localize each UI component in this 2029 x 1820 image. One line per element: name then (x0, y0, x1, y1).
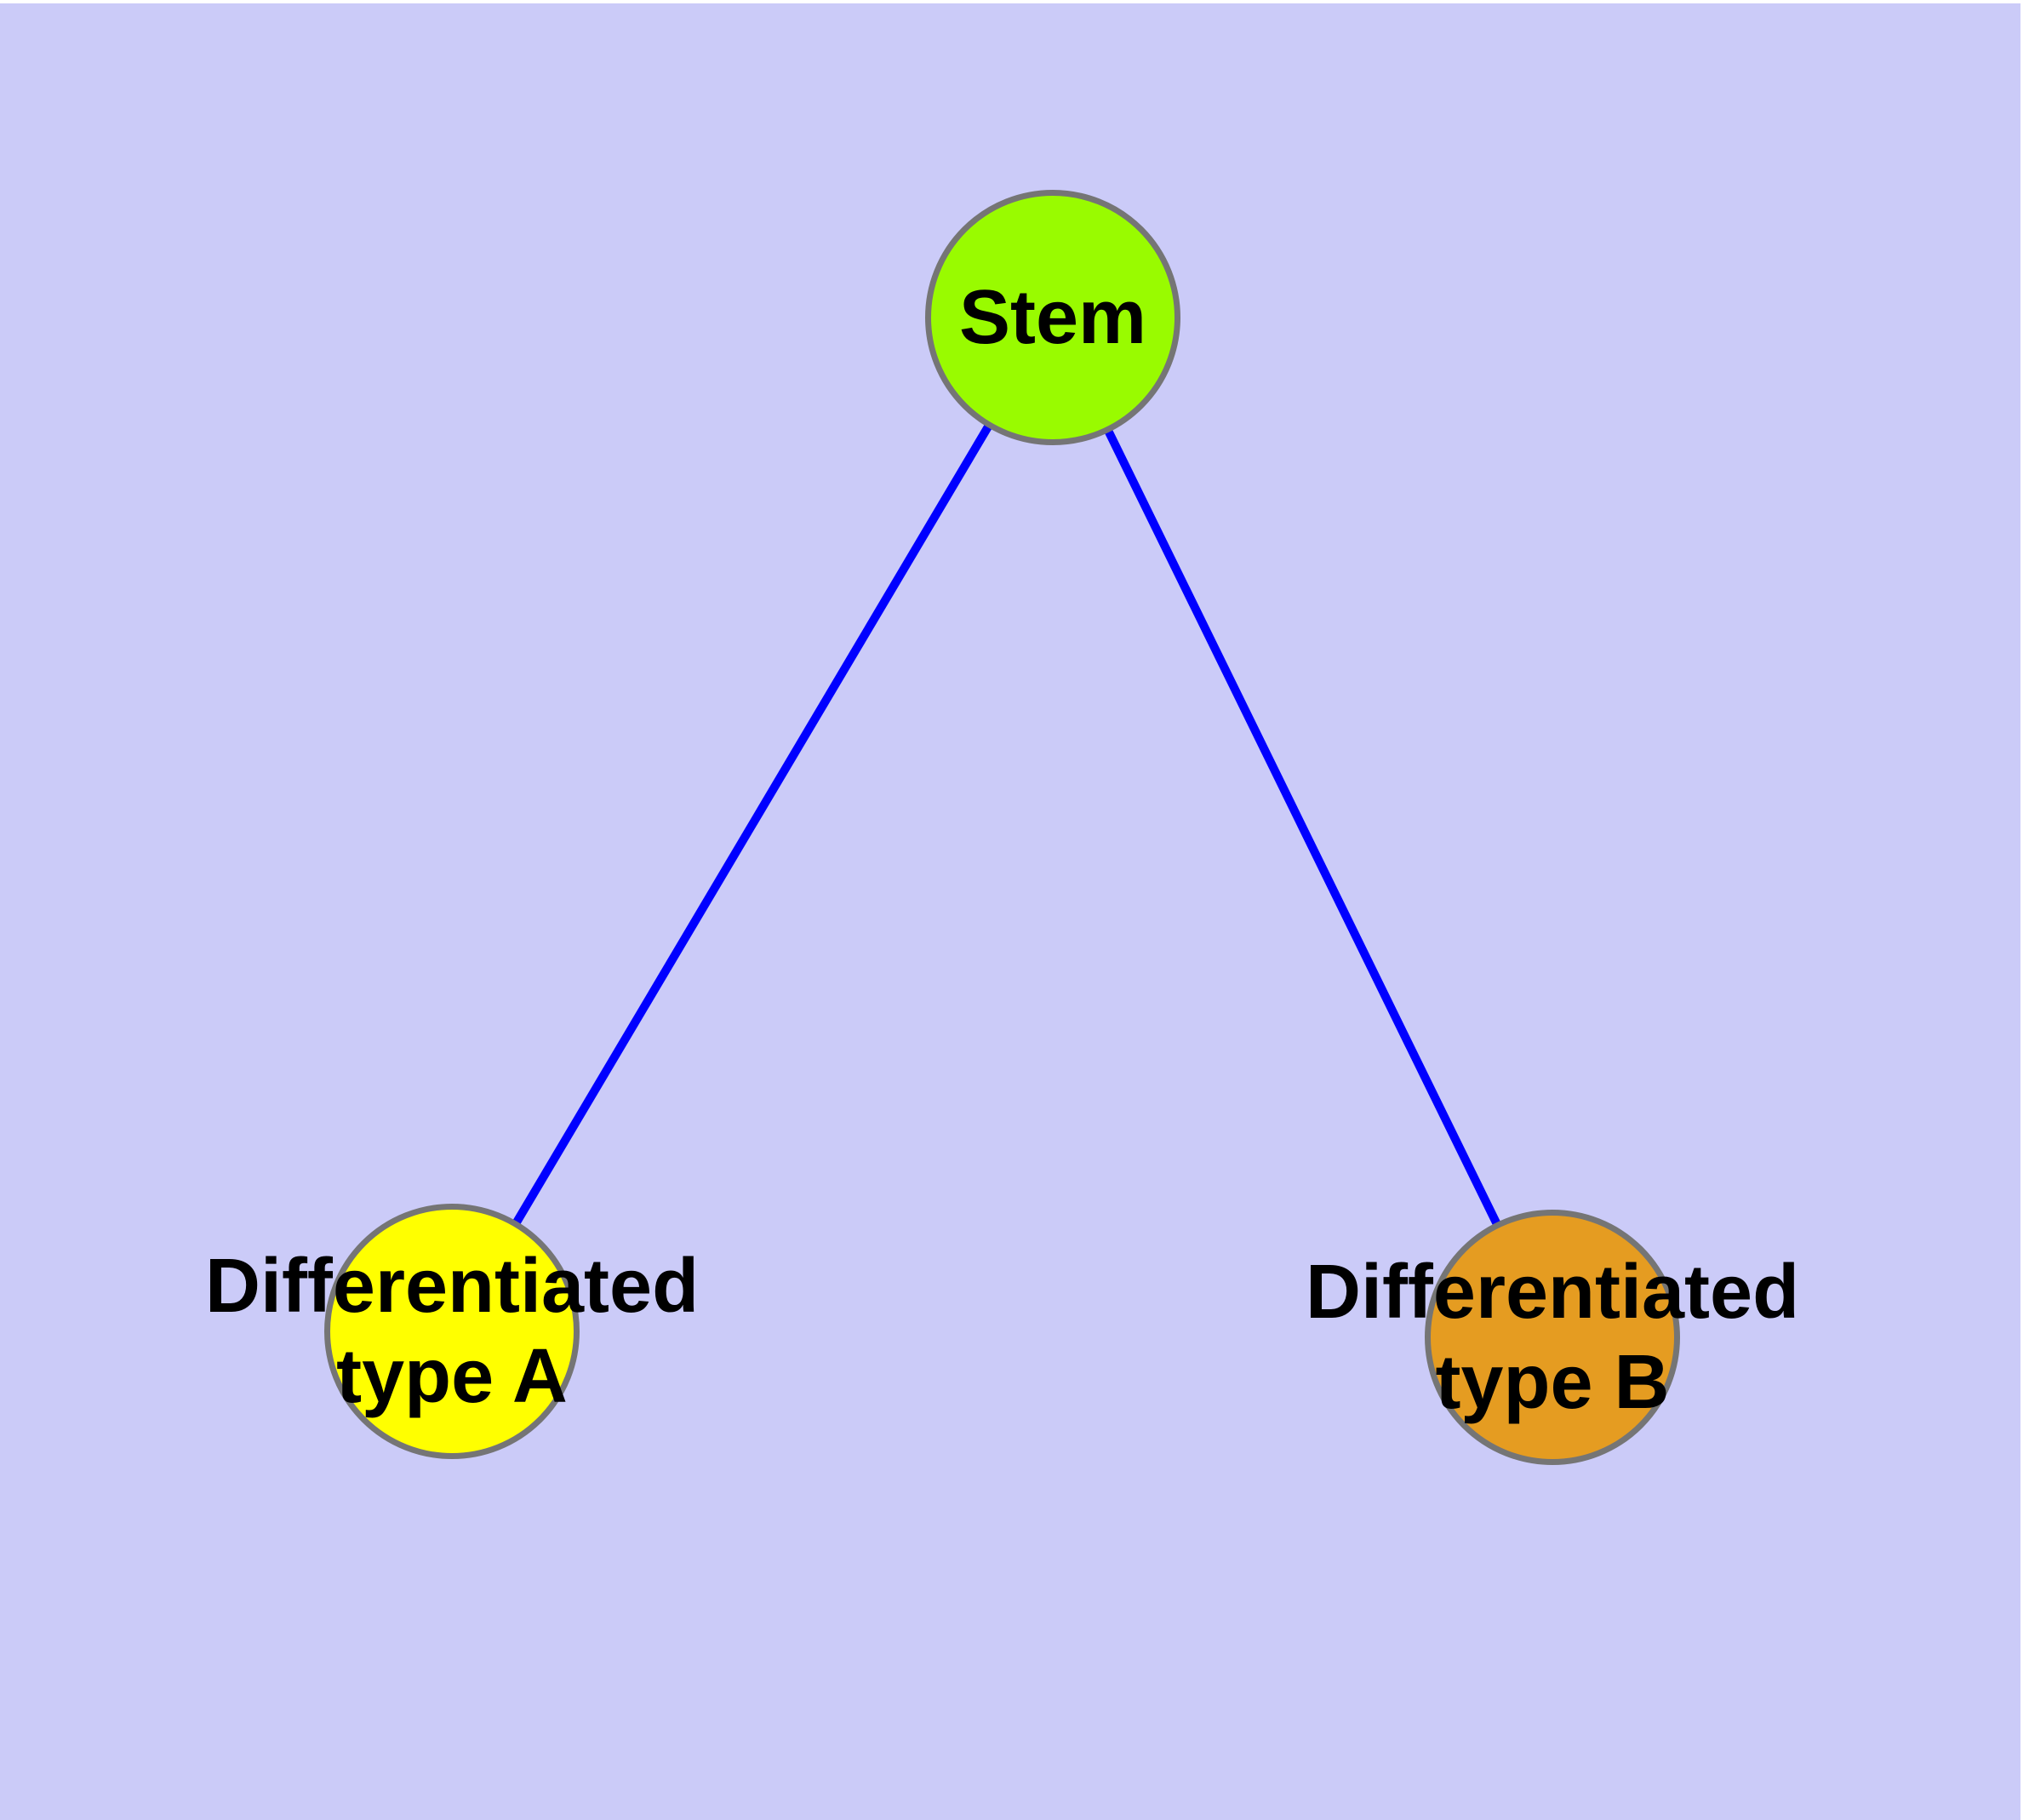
node-stem: Stem (925, 190, 1180, 445)
node-differentiated-type-b: Differentiated type B (1306, 1210, 1799, 1465)
node-differentiated-type-b-label: Differentiated type B (1306, 1247, 1799, 1428)
edge-stem-to-type-a (448, 315, 1057, 1334)
node-differentiated-type-a: Differentiated type A (205, 1204, 699, 1459)
edge-stem-to-type-b (1049, 315, 1557, 1340)
node-differentiated-type-a-label-line1: Differentiated (204, 1244, 700, 1329)
node-differentiated-type-a-label-line2: type A (336, 1334, 568, 1419)
node-differentiated-type-a-label: Differentiated type A (205, 1241, 699, 1422)
node-differentiated-type-b-label-line1: Differentiated (1305, 1250, 1800, 1335)
node-stem-label-line1: Stem (958, 275, 1147, 360)
node-differentiated-type-b-label-line2: type B (1435, 1340, 1670, 1425)
node-stem-label: Stem (959, 272, 1146, 363)
